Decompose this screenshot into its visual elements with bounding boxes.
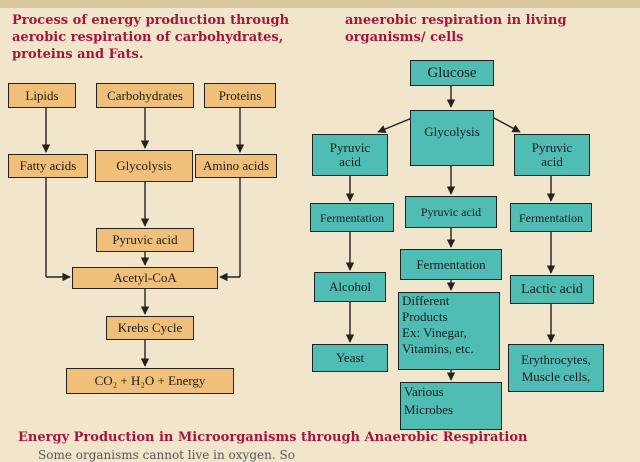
products-line: Vitamins, etc. [402,341,474,356]
amino-acids-box: Amino acids [195,154,277,178]
fermentation-left-box: Fermentation [310,203,394,232]
fermentation-right-label: Fermentation [519,210,583,225]
pyruvic-acid-box: Pyruvic acid [96,228,194,252]
pyruvic-acid-center-box: Pyruvic acid [405,196,497,228]
glucose-box: Glucose [410,60,494,86]
glycolysis-anaerobic-box: Glycolysis [410,110,494,166]
pyruvic-left-line: Pyruvic [329,140,371,155]
glycolysis-box: Glycolysis [95,150,193,182]
left-title: Process of energy production through aer… [12,12,289,63]
right-title-line: organisms/ cells [345,30,464,45]
right-title-line: aneerobic respiration in living [345,13,567,28]
fermentation-left-label: Fermentation [320,210,384,225]
microbes-line: Microbes [404,402,454,417]
proteins-box: Proteins [204,83,276,108]
section-heading: Energy Production in Microorganisms thro… [18,430,528,445]
glucose-label: Glucose [427,65,477,81]
right-title: aneerobic respiration in living organism… [345,12,567,46]
erythrocytes-line: Erythrocytes, [521,352,591,367]
lactic-acid-box: Lactic acid [510,275,594,304]
fatty-acids-box: Fatty acids [8,154,88,178]
fermentation-center-label: Fermentation [416,256,486,272]
fermentation-right-box: Fermentation [510,203,592,232]
cut-off-text: Some organisms cannot live in oxygen. So [38,448,295,462]
pyruvic-acid-label: Pyruvic acid [112,232,178,247]
fatty-acids-label: Fatty acids [19,158,77,173]
left-title-line: Process of energy production through [12,13,290,28]
energy-output-label: CO₂ + H₂O + Energy [94,373,206,388]
pyruvic-center-label: Pyruvic acid [420,205,482,219]
various-microbes-box: Various Microbes [400,382,502,430]
erythrocytes-line: Muscle cells, [521,369,591,384]
krebs-cycle-box: Krebs Cycle [106,316,194,340]
alcohol-label: Alcohol [329,279,371,294]
lipids-label: Lipids [25,87,59,103]
lactic-acid-label: Lactic acid [521,281,583,297]
left-title-line: proteins and Fats. [12,47,144,62]
glycolysis-label: Glycolysis [116,158,172,173]
alcohol-box: Alcohol [314,272,386,302]
fermentation-center-box: Fermentation [400,249,502,280]
products-line: Different [402,293,450,308]
acetyl-coa-label: Acetyl-CoA [113,270,177,285]
erythrocytes-box: Erythrocytes, Muscle cells, [508,344,604,392]
proteins-label: Proteins [218,87,262,103]
top-margin-strip [0,0,640,8]
acetyl-coa-box: Acetyl-CoA [72,267,218,289]
pyruvic-acid-left-box: Pyruvic acid [312,134,388,176]
pyruvic-right-line: acid [541,154,563,169]
krebs-cycle-label: Krebs Cycle [117,320,183,335]
pyruvic-left-line: acid [339,154,361,169]
pyruvic-acid-right-box: Pyruvic acid [514,134,590,176]
carbohydrates-label: Carbohydrates [107,87,183,103]
microbes-line: Various [404,384,444,399]
different-products-box: Different Products Ex: Vinegar, Vitamins… [398,292,500,370]
products-line: Ex: Vinegar, [402,325,467,340]
left-title-line: aerobic respiration of carbohydrates, [12,30,284,45]
yeast-box: Yeast [312,344,388,372]
lipids-box: Lipids [8,83,76,108]
carbohydrates-box: Carbohydrates [96,83,194,108]
energy-output-box: CO₂ + H₂O + Energy [66,368,234,394]
amino-acids-label: Amino acids [202,158,270,173]
pyruvic-right-line: Pyruvic [531,140,573,155]
glycolysis-anaerobic-label: Glycolysis [424,124,480,139]
products-line: Products [402,309,448,324]
yeast-label: Yeast [335,350,365,365]
